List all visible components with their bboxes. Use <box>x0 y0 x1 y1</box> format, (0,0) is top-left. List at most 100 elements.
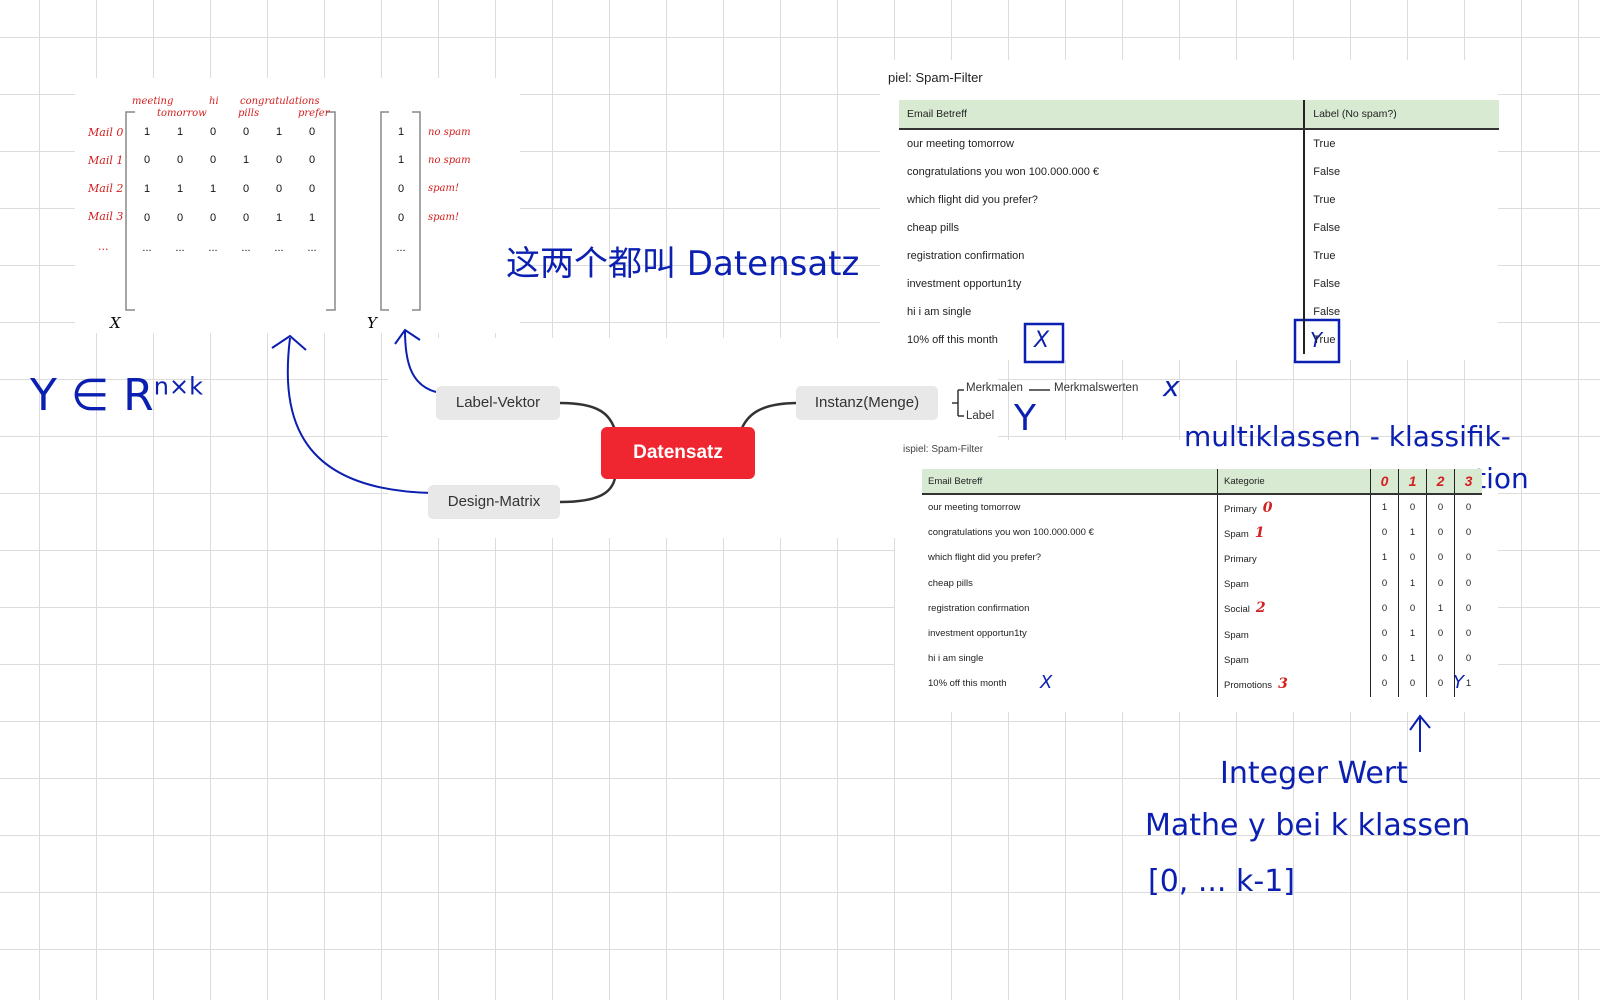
handwritten-multiklassen-1: multiklassen - klassifik- <box>1184 420 1511 453</box>
table1-caption: piel: Spam-Filter <box>888 70 983 85</box>
cell-email-subject: cheap pills <box>928 577 973 589</box>
category-text: Spam <box>1224 629 1249 641</box>
table-header-row: Email Betreff Kategorie 0 1 2 3 <box>922 469 1482 495</box>
category-index-mark: 3 <box>1278 675 1288 692</box>
cell-onehot-0: 0 <box>1370 620 1399 647</box>
cell-onehot-0: 0 <box>1370 595 1399 621</box>
cell-email-subject: 10% off this month <box>907 334 998 346</box>
cell-onehot-1: 0 <box>1398 545 1427 571</box>
y-in-r-exponent: n×k <box>153 372 203 401</box>
label-vector-cell: ... <box>396 242 406 254</box>
matrix-cell: 1 <box>143 183 151 195</box>
cell-onehot-3: 0 <box>1454 595 1482 621</box>
col-header-email: Email Betreff <box>922 469 1218 495</box>
cell-onehot-2: 0 <box>1426 646 1455 672</box>
cell-onehot-3: 0 <box>1454 646 1482 672</box>
matrix-cell: 0 <box>242 183 250 195</box>
node-instanz[interactable]: Instanz(Menge) <box>796 386 938 420</box>
cell-onehot-3: 1 <box>1454 671 1482 697</box>
cell-onehot-3: 0 <box>1454 520 1482 546</box>
node-label[interactable]: Label <box>966 410 995 422</box>
cell-onehot-1: 0 <box>1398 494 1427 521</box>
cell-email-subject: our meeting tomorrow <box>907 138 1014 150</box>
cell-onehot-3: 0 <box>1454 494 1482 521</box>
node-datensatz-root[interactable]: Datensatz <box>601 427 755 479</box>
row-label-mail-3: Mail 3 <box>88 210 124 223</box>
node-design-matrix[interactable]: Design-Matrix <box>428 485 560 519</box>
cell-onehot-0: 0 <box>1370 671 1399 697</box>
cell-category: Primary <box>1217 545 1371 571</box>
cell-category: Spam <box>1217 646 1371 672</box>
node-merkmalswerten[interactable]: Merkmalswerten <box>1054 382 1139 394</box>
matrix-cell: 0 <box>242 212 250 224</box>
matrix-cell: 0 <box>275 183 283 195</box>
header-word-tomorrow: tomorrow <box>157 108 207 119</box>
handwritten-y-label: Y <box>1014 398 1036 439</box>
category-text: Spam <box>1224 579 1249 591</box>
matrix-cell: 1 <box>308 212 316 224</box>
handwritten-x-box: X <box>1034 328 1050 353</box>
header-word-meeting: meeting <box>132 96 174 107</box>
matrix-cell: 0 <box>176 212 184 224</box>
cell-email-subject: which flight did you prefer? <box>907 194 1038 206</box>
header-word-pills: pills <box>238 108 260 119</box>
cell-email-subject: cheap pills <box>907 222 959 234</box>
matrix-cell: 0 <box>209 126 217 138</box>
matrix-cell: 0 <box>143 212 151 224</box>
cell-email-subject: hi i am single <box>907 306 972 318</box>
matrix-cell: 1 <box>275 126 283 138</box>
matrix-cell: 0 <box>275 154 283 166</box>
category-text: Spam <box>1224 528 1249 540</box>
col-header-class-3: 3 <box>1454 469 1482 495</box>
cell-label: False <box>1303 270 1499 298</box>
y-label-1: no spam <box>428 155 471 166</box>
matrix-cell: ... <box>241 242 251 254</box>
spam-table-binary: Email Betreff Label (No spam?) our meeti… <box>899 100 1499 354</box>
node-merkmalen[interactable]: Merkmalen <box>966 382 1023 394</box>
cell-onehot-2: 0 <box>1426 520 1455 546</box>
matrix-cell: 0 <box>308 154 316 166</box>
handwritten-x-table2: X <box>1040 672 1053 693</box>
col-header-label: Label (No spam?) <box>1303 100 1499 130</box>
cell-label: False <box>1303 298 1499 326</box>
category-index-mark: 0 <box>1262 499 1273 516</box>
col-header-email: Email Betreff <box>899 100 1305 130</box>
y-label-2: spam! <box>428 183 459 194</box>
row-label-ellipsis: ... <box>98 240 109 253</box>
matrix-cell: ... <box>274 242 284 254</box>
row-label-mail-0: Mail 0 <box>88 126 124 139</box>
matrix-cell: 0 <box>308 183 316 195</box>
cell-email-subject: hi i am single <box>928 653 984 665</box>
cell-email-subject: investment opportun1ty <box>907 278 1022 290</box>
category-index-mark: 2 <box>1255 600 1266 617</box>
y-label-0: no spam <box>428 127 471 138</box>
matrix-cell: 0 <box>143 154 151 166</box>
node-label-vektor[interactable]: Label-Vektor <box>436 386 560 420</box>
cell-email-subject: investment opportun1ty <box>928 628 1027 640</box>
matrix-cell: 1 <box>176 183 184 195</box>
category-text: Social <box>1224 604 1250 616</box>
category-text: Spam <box>1224 654 1249 666</box>
cell-onehot-1: 1 <box>1398 570 1427 596</box>
category-text: Primary <box>1224 503 1257 515</box>
matrix-cell: ... <box>175 242 185 254</box>
cell-email-subject: congratulations you won 100.000.000 € <box>928 527 1094 539</box>
cell-onehot-1: 0 <box>1398 671 1427 697</box>
category-index-mark: 1 <box>1254 524 1265 541</box>
matrix-cell: 1 <box>275 212 283 224</box>
cell-label: False <box>1303 158 1499 186</box>
cell-onehot-2: 0 <box>1426 494 1455 521</box>
cell-email-subject: which flight did you prefer? <box>928 552 1042 564</box>
matrix-cell: 1 <box>209 183 217 195</box>
cell-onehot-2: 0 <box>1426 671 1455 697</box>
cell-email-subject: congratulations you won 100.000.000 € <box>907 166 1100 178</box>
